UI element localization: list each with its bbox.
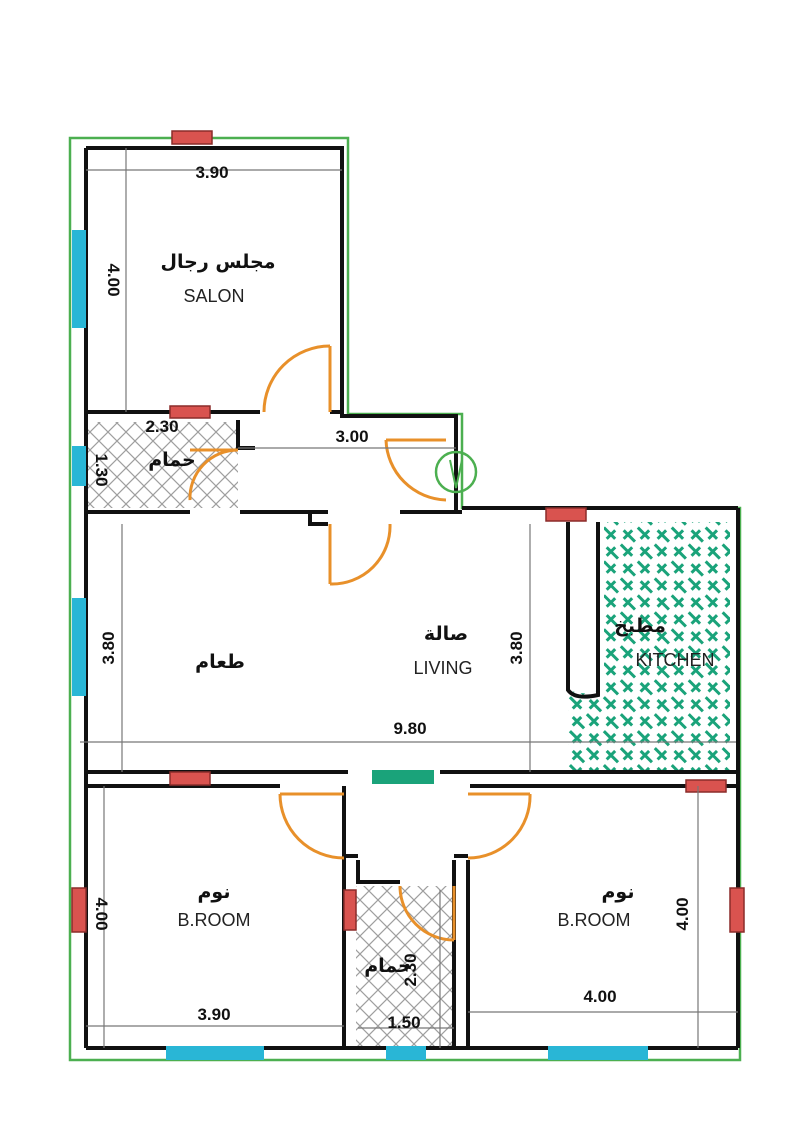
window-salon-south (169, 405, 211, 419)
bedroom-left-label-en: B.ROOM (177, 910, 250, 930)
door-living (328, 523, 392, 586)
window-south-right (548, 1046, 648, 1060)
bath-bottom-label-ar: حمام (364, 955, 412, 977)
kitchen-label-ar: مطبخ (614, 615, 666, 637)
bedroom-right-label-en: B.ROOM (557, 910, 630, 930)
window-bedroom-left-north (685, 779, 727, 793)
living-label-ar: صالة (424, 623, 468, 645)
bath-top-label-ar: حمام (148, 449, 196, 471)
dim-bath-top-height: 1.30 (92, 453, 111, 486)
kitchen-floor (568, 522, 730, 770)
window-west-salon (72, 230, 86, 328)
bedroom-left-label-ar: نوم (198, 881, 231, 903)
bath-top-floor (88, 422, 238, 508)
window-kitchen-north (545, 507, 587, 522)
window-living-south (169, 771, 211, 786)
dim-living-height: 3.80 (507, 631, 526, 664)
dim-bedroom-left-width: 3.90 (197, 1005, 230, 1024)
dim-corridor-width: 3.00 (335, 427, 368, 446)
window-south-bath (386, 1046, 426, 1060)
window-bath-bottom (343, 889, 357, 931)
window-west-dining (72, 598, 86, 696)
dim-salon-height: 4.00 (104, 263, 123, 296)
dim-overall-width: 9.80 (393, 719, 426, 738)
salon-walls (86, 146, 458, 440)
window-west-bedroom (71, 887, 87, 933)
salon-label-ar: مجلس رجال (161, 251, 276, 273)
door-bedroom-left (278, 792, 345, 860)
kitchen-label-en: KITCHEN (635, 650, 714, 670)
window-north (171, 130, 213, 145)
dim-bath-bottom-width: 1.50 (387, 1013, 420, 1032)
dim-bath-bottom-height: 2.30 (401, 953, 420, 986)
dim-bath-top-width: 2.30 (145, 417, 178, 436)
bath-top-south-wall (86, 506, 738, 514)
window-west-bath (72, 446, 86, 486)
window-hall-south (372, 770, 434, 784)
dim-bedroom-right-height: 4.00 (673, 897, 692, 930)
door-bath-bottom (398, 885, 456, 942)
dim-salon-width: 3.90 (195, 163, 228, 182)
dim-dining-height: 3.80 (99, 631, 118, 664)
kitchen-partition (566, 522, 600, 699)
dim-bedroom-right-width: 4.00 (583, 987, 616, 1006)
door-bedroom-right (467, 792, 532, 860)
dimension-lines (80, 148, 738, 1048)
salon-label-en: SALON (183, 286, 244, 306)
living-label-en: LIVING (413, 658, 472, 678)
dim-bedroom-left-height: 4.00 (92, 897, 111, 930)
corridor-wall (236, 420, 255, 450)
doors (188, 344, 532, 942)
door-bath-top (188, 448, 239, 501)
bedroom-right-label-ar: نوم (602, 881, 635, 903)
window-east-bedroom (729, 887, 745, 933)
windows (71, 130, 745, 1060)
entrance-marker (434, 450, 478, 494)
dining-label-ar: طعام (195, 651, 245, 673)
door-salon (262, 344, 332, 413)
door-corridor-east (384, 438, 447, 502)
window-south-left (166, 1046, 264, 1060)
